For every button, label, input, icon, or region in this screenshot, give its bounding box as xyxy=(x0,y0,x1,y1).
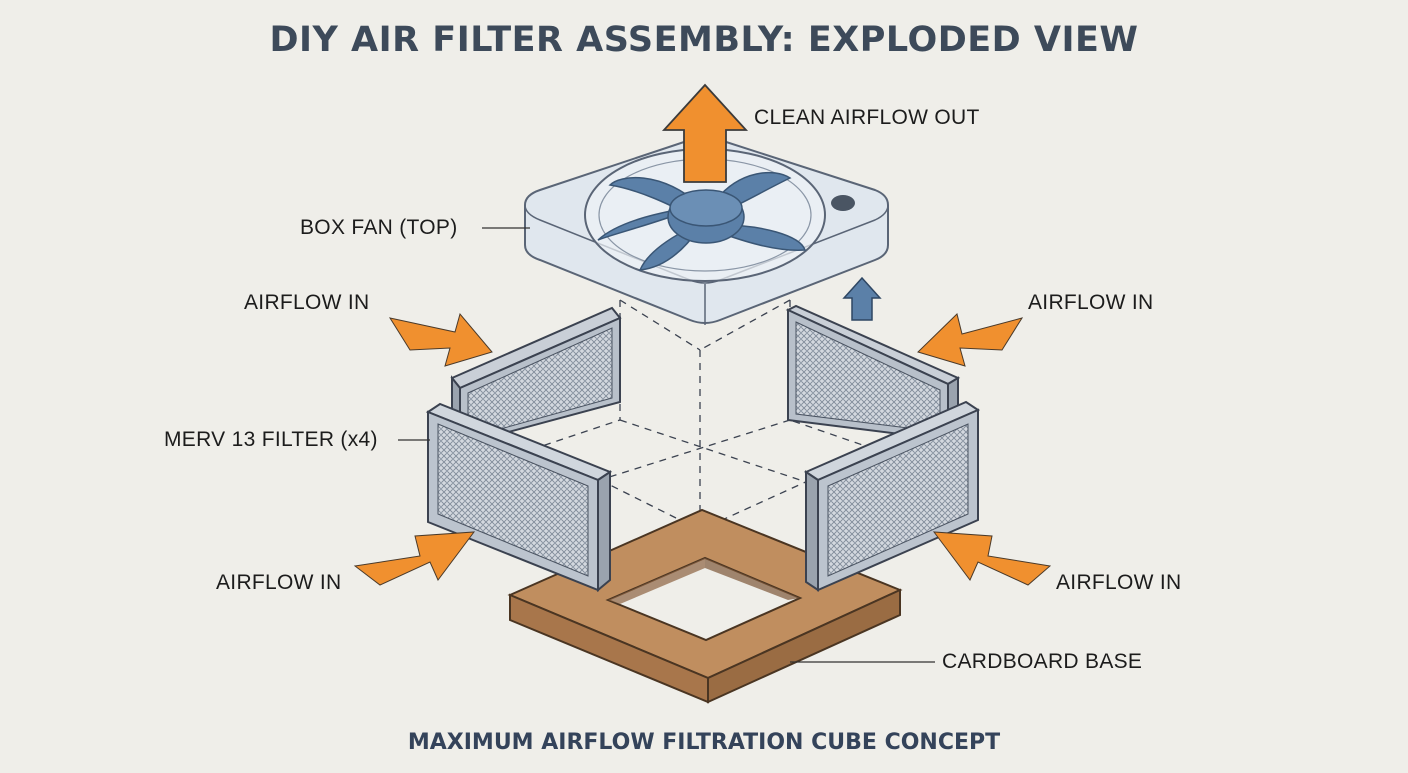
airflow-in-arrow-bottom-left xyxy=(353,531,476,586)
fan-icon xyxy=(597,171,807,271)
fan-knob-icon xyxy=(831,195,855,211)
blue-up-arrow xyxy=(842,276,882,321)
label-box-fan: BOX FAN (TOP) xyxy=(300,216,458,239)
label-airflow-in-bottom-right: AIRFLOW IN xyxy=(1056,571,1182,594)
label-clean-airflow-out: CLEAN AIRFLOW OUT xyxy=(754,106,980,129)
leader-lines xyxy=(398,227,935,663)
label-merv-filter: MERV 13 FILTER (x4) xyxy=(164,428,378,451)
label-airflow-in-bottom-left: AIRFLOW IN xyxy=(216,571,342,594)
label-airflow-in-top-left: AIRFLOW IN xyxy=(244,291,370,314)
airflow-in-arrow-top-right xyxy=(917,313,1024,367)
page-title: DIY AIR FILTER ASSEMBLY: EXPLODED VIEW xyxy=(269,20,1139,60)
diagram-subtitle: MAXIMUM AIRFLOW FILTRATION CUBE CONCEPT xyxy=(407,730,1001,755)
airflow-in-arrow-top-left xyxy=(388,312,493,367)
airflow-in-arrow-bottom-right xyxy=(932,531,1052,586)
clean-airflow-arrow xyxy=(661,83,749,183)
label-cardboard-base: CARDBOARD BASE xyxy=(942,650,1143,673)
filter-front-left xyxy=(425,402,613,593)
filter-back-right xyxy=(785,304,961,442)
label-airflow-in-top-right: AIRFLOW IN xyxy=(1028,291,1154,314)
filter-front-right xyxy=(803,400,981,592)
box-fan xyxy=(524,137,889,325)
